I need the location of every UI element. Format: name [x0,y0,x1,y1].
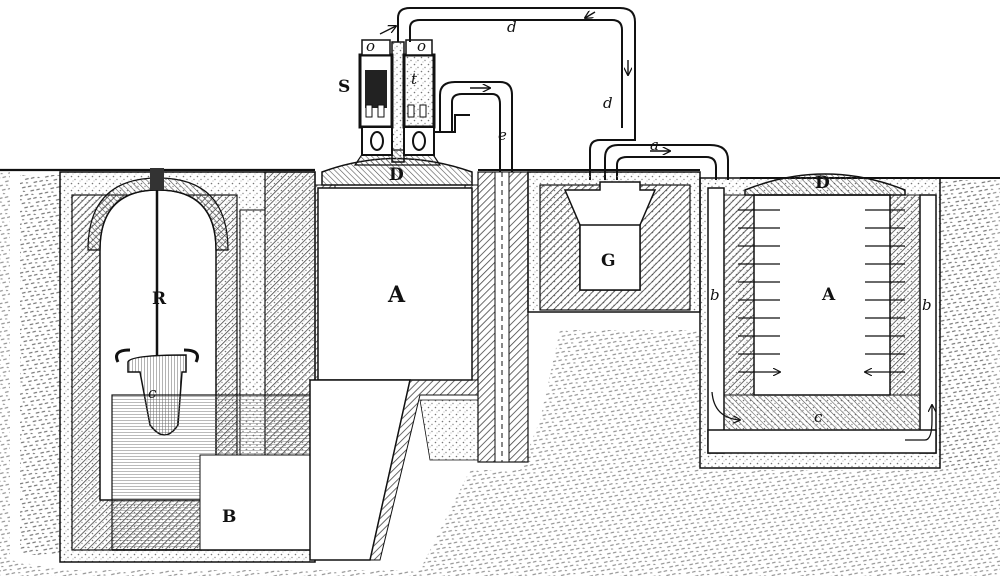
label-c-bottom: c [814,408,823,426]
generator-g [527,171,701,313]
label-d-top: d [507,18,517,36]
label-t: t [411,70,418,88]
pipe-d [397,7,636,180]
label-G: G [601,251,616,271]
lid-d-right [744,173,906,196]
central-chamber [309,157,529,561]
label-B: B [222,507,236,527]
letter-labels: A A B R c D D S t o o d d e G a b b c [148,18,932,527]
label-S: S [338,77,350,97]
label-o-right: o [417,37,426,55]
label-c-bucket: c [148,384,157,402]
label-e: e [498,126,507,144]
label-d-right: d [603,94,613,112]
label-A-right: A [821,285,836,305]
label-b-right: b [922,296,932,314]
vent-arrows [711,209,932,441]
pipe-network [379,7,729,180]
pipe-a [604,144,729,180]
label-A-left: A [387,282,406,308]
label-D-left: D [389,165,404,185]
label-o-left: o [366,37,375,55]
label-a: a [650,136,659,154]
pump-assembly [353,39,470,166]
left-ice-house [59,168,316,563]
label-D-right: D [815,173,830,193]
label-R: R [152,289,167,309]
right-chamber [699,173,941,469]
pipe-e [439,81,513,172]
label-b-left: b [710,286,720,304]
